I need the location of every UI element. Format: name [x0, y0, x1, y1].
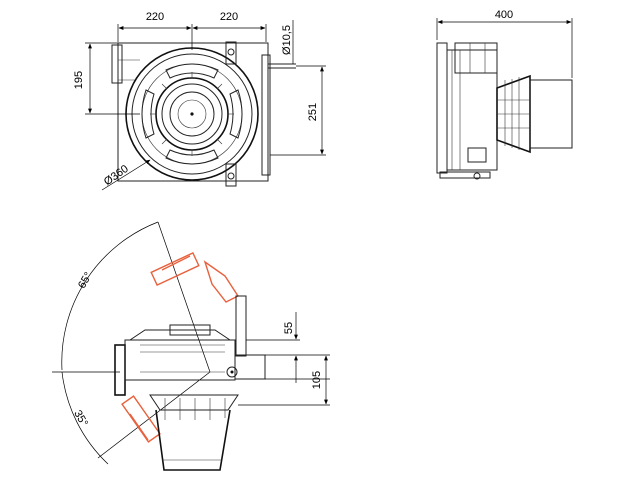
raised-position-outline	[150, 252, 240, 303]
side-view	[436, 42, 573, 180]
side-dimensions: 400	[436, 9, 573, 78]
dim-height-55: 55	[283, 322, 295, 334]
dim-side-width: 400	[495, 9, 513, 21]
dim-width-right: 220	[220, 11, 238, 23]
dim-height-105: 105	[311, 371, 323, 389]
dim-width-left: 220	[146, 11, 164, 23]
dim-hole-diameter: Ø10,5	[281, 25, 293, 55]
dim-height-251: 251	[307, 103, 319, 121]
dim-angle-up: 65°	[76, 270, 95, 290]
dim-angle-down: 35°	[71, 408, 90, 428]
lowered-position-outline	[121, 395, 161, 443]
dim-diameter-360: Ø360	[102, 163, 131, 188]
pivot-dimensions: 55 105 65° 35°	[71, 270, 330, 429]
dim-height-195: 195	[73, 71, 85, 89]
pivot-view	[52, 221, 266, 471]
